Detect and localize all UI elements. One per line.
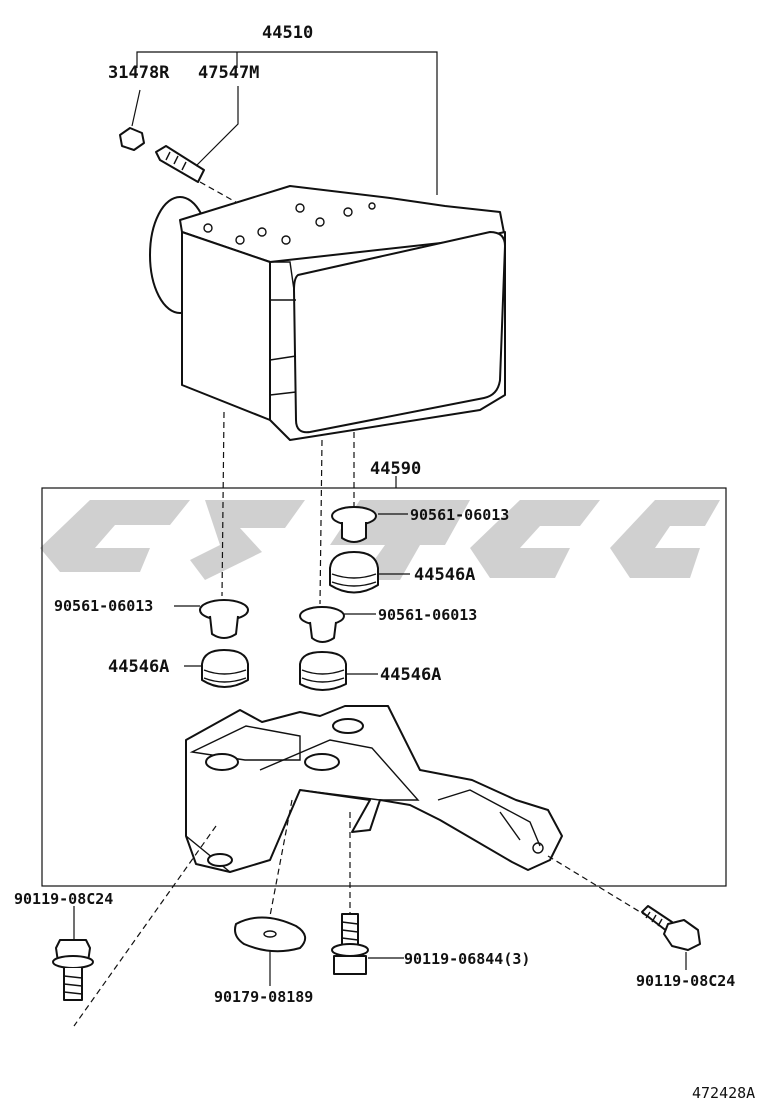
- cushion-mid-part: [299, 651, 378, 691]
- bolt-left-part: [52, 906, 94, 1001]
- label-cushion-left: 44546A: [108, 657, 169, 677]
- cap-31478r: [119, 89, 145, 151]
- mount-line-mid: [319, 439, 323, 605]
- mount-line-left: [221, 411, 225, 597]
- figure-id: 472428A: [692, 1084, 755, 1102]
- label-cushion-top: 44546A: [414, 565, 475, 585]
- label-44590: 44590: [370, 459, 421, 479]
- label-grommet-left: 90561-06013: [54, 597, 153, 615]
- label-cushion-mid: 44546A: [380, 665, 441, 685]
- label-grommet-top: 90561-06013: [410, 506, 509, 524]
- bolt-right-part: [641, 905, 701, 970]
- bolt-right-line: [547, 855, 651, 919]
- label-bolt-right: 90119-08C24: [636, 972, 735, 990]
- label-47547m: 47547M: [198, 63, 259, 83]
- grommet-top-part: [331, 506, 408, 543]
- mounting-bracket: [185, 705, 563, 873]
- cushion-left-part: [184, 649, 249, 688]
- grommet-mid-part: [299, 606, 376, 643]
- washer-part: [234, 916, 307, 986]
- label-bolt-left: 90119-08C24: [14, 890, 113, 908]
- abs-actuator: [149, 185, 506, 441]
- bolt-mid-part: [331, 913, 404, 975]
- label-grommet-mid: 90561-06013: [378, 606, 477, 624]
- assembly-leader: [136, 51, 438, 195]
- grommet-left-part: [174, 599, 249, 639]
- label-44510: 44510: [262, 23, 313, 43]
- bleeder-47547m: [155, 86, 239, 183]
- bracket-group-frame: [41, 487, 727, 887]
- label-washer: 90179-08189: [214, 988, 313, 1006]
- label-bolt-mid: 90119-06844(3): [404, 950, 530, 968]
- watermark-logo: [40, 500, 720, 580]
- label-31478r: 31478R: [108, 63, 170, 83]
- bolt-left-line: [73, 825, 217, 1027]
- cushion-top-part: [329, 551, 410, 594]
